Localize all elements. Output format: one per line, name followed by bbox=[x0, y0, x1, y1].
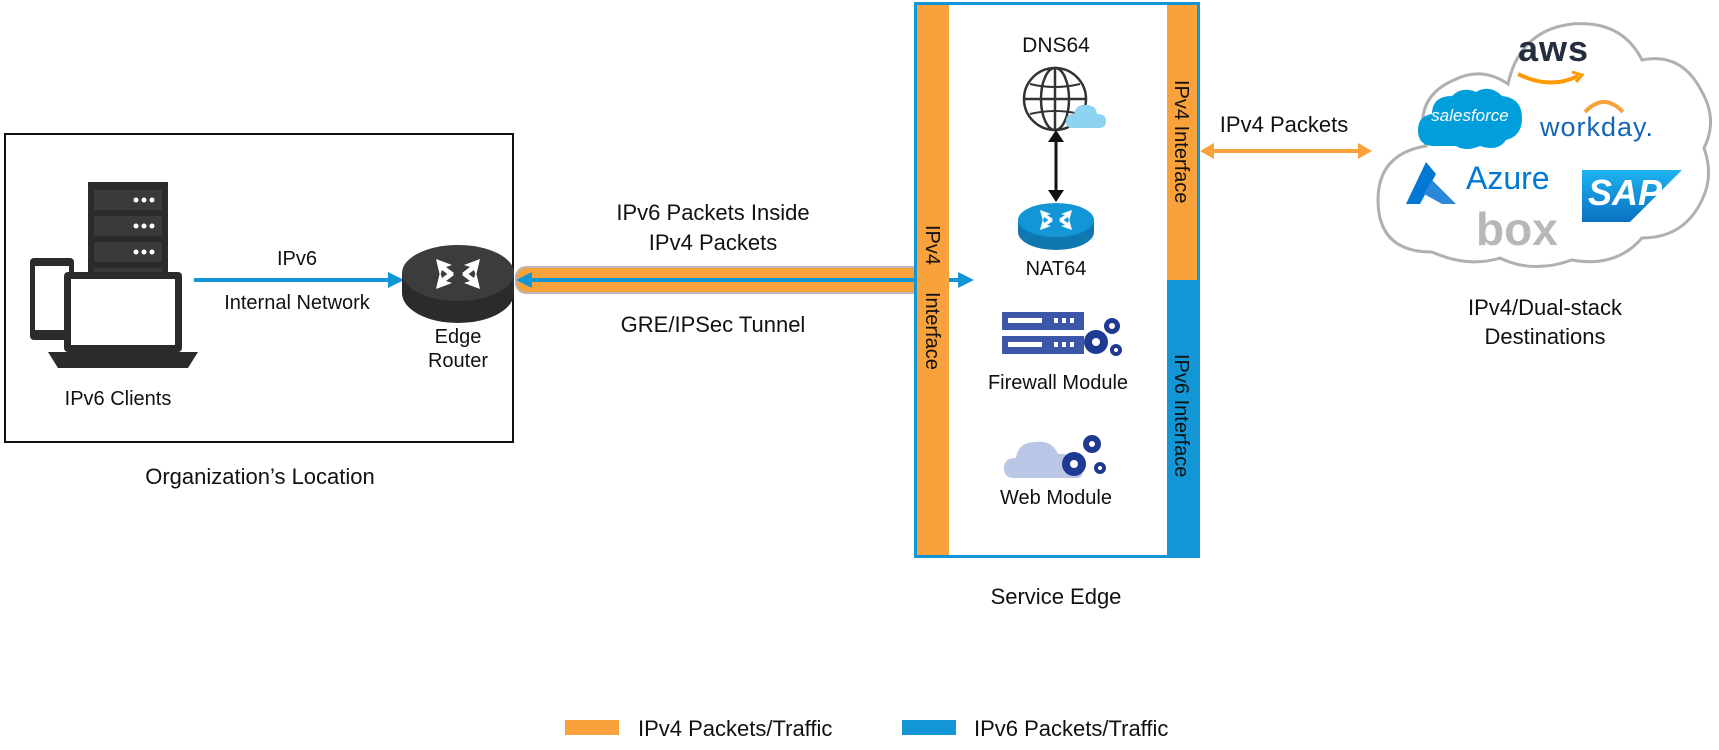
workday-arc-icon bbox=[1583, 100, 1625, 114]
legend-ipv4-label: IPv4 Packets/Traffic bbox=[638, 716, 833, 741]
ipv4-packets-label: IPv4 Packets bbox=[1219, 112, 1349, 137]
ipv6-clients-label: IPv6 Clients bbox=[64, 388, 172, 410]
aws-smile-icon bbox=[1517, 70, 1585, 85]
destinations-caption-line1: IPv4/Dual-stack bbox=[1467, 295, 1623, 320]
ipv4-right-interface-bar bbox=[1167, 5, 1197, 280]
destinations-caption-line2: Destinations bbox=[1484, 324, 1606, 349]
box-logo: box bbox=[1476, 203, 1558, 255]
workday-logo: workday. bbox=[1540, 112, 1655, 142]
nat64-label: NAT64 bbox=[1025, 258, 1087, 280]
tunnel-label-line1: IPv6 Packets Inside bbox=[616, 200, 810, 225]
gre-ipsec-tunnel bbox=[515, 266, 974, 294]
dns64-globe-icon bbox=[1022, 66, 1106, 132]
firewall-module-label: Firewall Module bbox=[987, 372, 1129, 394]
salesforce-logo-cloud bbox=[1418, 88, 1522, 149]
tunnel-label-line2: IPv4 Packets bbox=[648, 230, 778, 255]
edge-router-icon bbox=[402, 245, 514, 323]
ipv4-left-interface-bar bbox=[917, 5, 949, 555]
nat64-router-icon bbox=[1018, 203, 1094, 250]
left-interface-label-top: IPv4 bbox=[921, 225, 943, 266]
dns-nat-bidirectional-arrow bbox=[1048, 130, 1064, 202]
gre-ipsec-tunnel-label: GRE/IPSec Tunnel bbox=[620, 312, 806, 337]
edge-router-label-line2: Router bbox=[427, 350, 489, 372]
firewall-module-icon bbox=[1002, 312, 1122, 356]
salesforce-logo: salesforce bbox=[1431, 106, 1509, 125]
aws-logo: aws bbox=[1518, 28, 1590, 69]
left-interface-label-bottom: Interface bbox=[921, 292, 943, 370]
organization-caption: Organization’s Location bbox=[145, 464, 375, 489]
right-ipv4-interface-label: IPv4 Interface bbox=[1170, 80, 1192, 204]
service-edge-box bbox=[914, 2, 1200, 558]
ipv4-packets-bidirectional-arrow bbox=[1200, 143, 1372, 159]
web-module-label: Web Module bbox=[1000, 487, 1112, 509]
ipv6-clients-icon bbox=[30, 182, 198, 368]
sap-logo: SAP bbox=[1588, 172, 1663, 213]
azure-logo: Azure bbox=[1466, 160, 1550, 196]
web-module-icon bbox=[1004, 435, 1106, 478]
legend-ipv6-swatch bbox=[902, 720, 956, 735]
azure-logo-icon bbox=[1406, 162, 1456, 204]
legend-ipv4-swatch bbox=[565, 720, 619, 735]
sap-logo-badge bbox=[1582, 170, 1682, 222]
right-ipv6-interface-label: IPv6 Interface bbox=[1170, 354, 1192, 478]
service-edge-caption: Service Edge bbox=[990, 584, 1122, 609]
ipv6-internal-link-arrow bbox=[194, 272, 404, 288]
legend-ipv6-label: IPv6 Packets/Traffic bbox=[974, 716, 1169, 741]
edge-router-label-line1: Edge bbox=[434, 326, 482, 348]
dns64-label: DNS64 bbox=[1022, 34, 1090, 57]
ipv6-link-label: IPv6 bbox=[276, 248, 318, 270]
ipv6-right-interface-bar bbox=[1167, 280, 1197, 555]
internal-network-label: Internal Network bbox=[224, 292, 370, 314]
